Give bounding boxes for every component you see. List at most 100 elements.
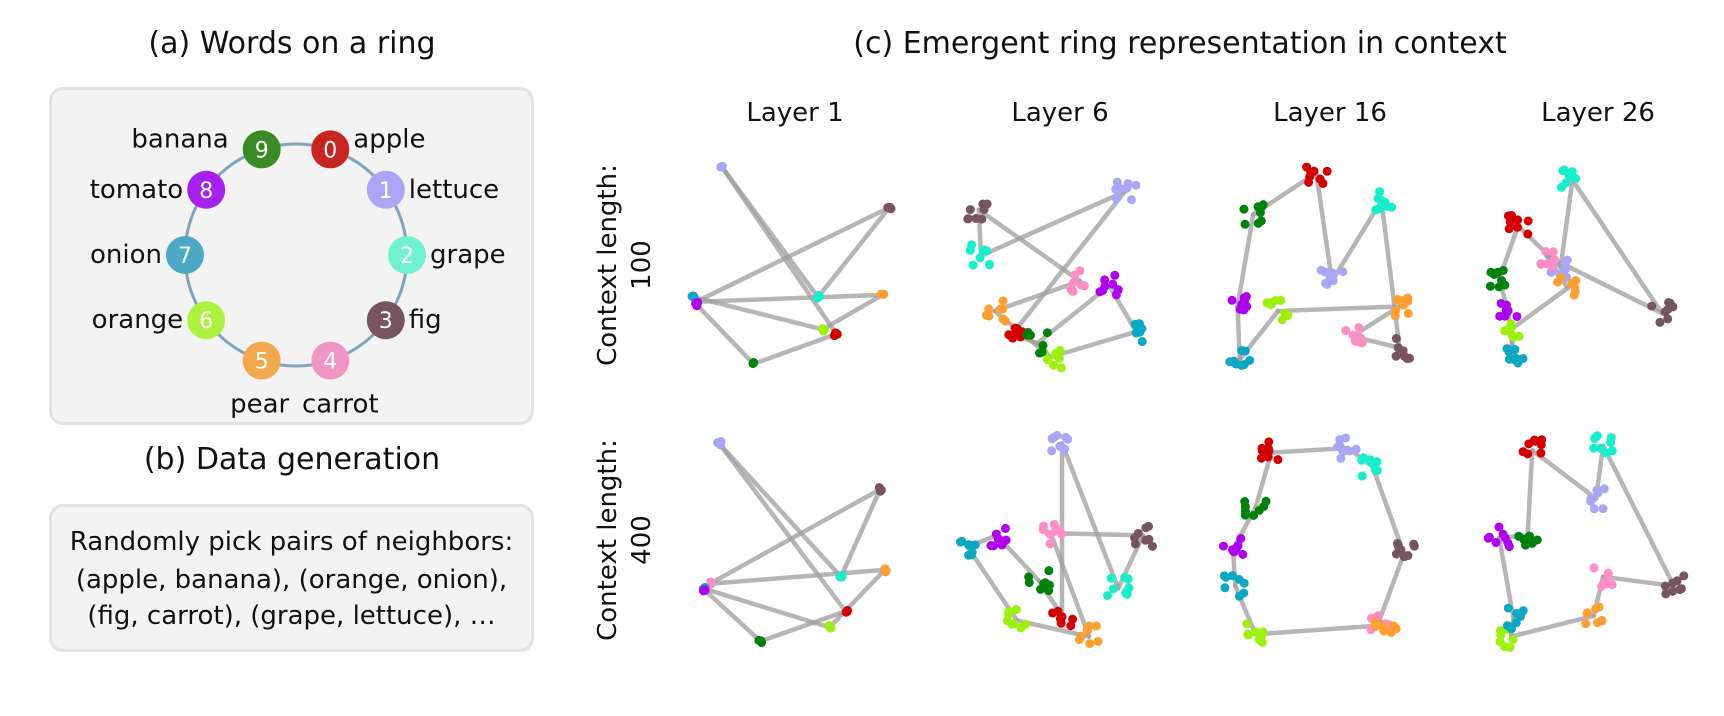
point-apple <box>1523 216 1533 226</box>
point-banana <box>1044 586 1054 596</box>
point-onion <box>1503 603 1513 613</box>
ring-node-word: fig <box>409 305 442 335</box>
point-grape <box>1375 203 1385 213</box>
point-pear <box>1582 608 1592 618</box>
layer-label: Layer 6 <box>1011 98 1109 128</box>
point-orange <box>819 326 829 336</box>
ring-edge <box>820 292 885 332</box>
point-apple <box>1518 447 1528 457</box>
point-carrot <box>1079 281 1089 291</box>
point-apple <box>1012 324 1022 334</box>
subplot-layer-26-row1 <box>1485 165 1678 368</box>
point-apple <box>1273 455 1283 465</box>
point-grape <box>837 571 847 581</box>
ring-edge <box>707 567 887 586</box>
point-grape <box>1375 187 1385 197</box>
point-orange <box>1276 295 1286 305</box>
point-apple <box>1304 177 1314 187</box>
point-fig <box>1668 302 1678 312</box>
ring-edge <box>758 609 848 644</box>
point-carrot <box>1589 563 1599 573</box>
point-tomato <box>1494 522 1504 532</box>
point-onion <box>1237 346 1247 356</box>
point-tomato <box>692 301 702 311</box>
point-orange <box>1500 642 1510 652</box>
point-apple <box>1503 211 1513 221</box>
point-pear <box>1592 618 1602 628</box>
point-tomato <box>986 541 996 551</box>
subplot-layer-16-row2 <box>1218 433 1419 647</box>
point-lettuce <box>1123 179 1133 189</box>
ring-edge <box>751 331 839 367</box>
point-apple <box>1264 437 1274 447</box>
point-fig <box>1676 584 1686 594</box>
ring-node-index: 7 <box>178 244 192 269</box>
point-lettuce <box>1351 444 1361 454</box>
point-onion <box>1518 354 1528 364</box>
layer-label: Layer 16 <box>1273 98 1387 128</box>
point-pear <box>984 311 994 321</box>
point-fig <box>1141 523 1151 533</box>
point-carrot <box>1548 247 1558 257</box>
point-orange <box>1258 627 1268 637</box>
point-onion <box>1515 611 1525 621</box>
point-grape <box>979 245 989 255</box>
point-apple <box>1318 178 1328 188</box>
point-fig <box>1668 586 1678 596</box>
point-grape <box>975 253 985 263</box>
point-onion <box>1220 583 1230 593</box>
ring-edge <box>719 163 821 300</box>
point-grape <box>967 240 977 250</box>
point-apple <box>1257 443 1267 453</box>
ring-node-word: lettuce <box>409 175 499 205</box>
subplot-layer-1-row2 <box>698 437 891 648</box>
point-fig <box>1405 353 1415 363</box>
ring-edge <box>827 567 887 630</box>
point-lettuce <box>1335 441 1345 451</box>
point-apple <box>1512 222 1522 232</box>
point-orange <box>1011 605 1021 615</box>
point-tomato <box>1495 311 1505 321</box>
point-pear <box>1390 311 1400 321</box>
ring-node-index: 5 <box>255 350 269 375</box>
point-carrot <box>1354 323 1364 333</box>
point-banana <box>1044 566 1054 576</box>
layer-label: Layer 26 <box>1541 98 1655 128</box>
ring-edge <box>693 205 892 305</box>
point-onion <box>1510 345 1520 355</box>
ring-edge <box>1048 530 1092 639</box>
ring-node-index: 4 <box>323 350 337 375</box>
point-grape <box>1108 584 1118 594</box>
ring-edge <box>1377 551 1407 623</box>
point-lettuce <box>1052 431 1062 441</box>
point-tomato <box>1000 523 1010 533</box>
point-grape <box>1372 465 1382 475</box>
point-banana <box>1038 340 1048 350</box>
point-lettuce <box>1560 265 1570 275</box>
point-lettuce <box>1112 177 1122 187</box>
point-banana <box>1494 282 1504 292</box>
ring-node-index: 8 <box>199 179 213 204</box>
point-apple <box>1056 618 1066 628</box>
point-orange <box>1506 319 1516 329</box>
point-banana <box>1240 219 1250 229</box>
point-grape <box>1606 433 1616 443</box>
point-lettuce <box>1593 488 1603 498</box>
ring-node-index: 1 <box>379 179 393 204</box>
point-carrot <box>1601 576 1611 586</box>
point-tomato <box>1095 287 1105 297</box>
ring-node-word: apple <box>353 124 425 154</box>
point-tomato <box>1504 542 1514 552</box>
point-tomato <box>1233 541 1243 551</box>
ring-edge <box>1314 170 1335 284</box>
point-fig <box>1392 539 1402 549</box>
point-lettuce <box>1126 195 1136 205</box>
ring-edge <box>1570 177 1665 316</box>
